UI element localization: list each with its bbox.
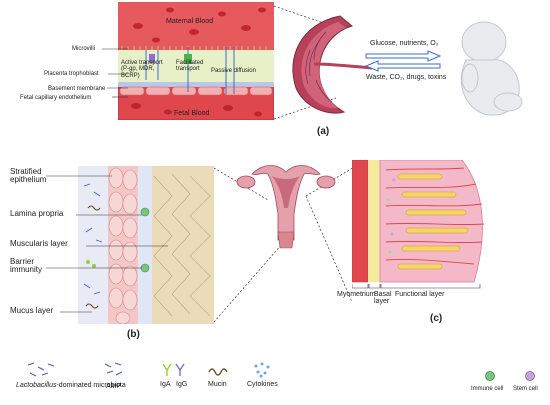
stratified-epithelium-label: Stratified epithelium	[10, 167, 47, 185]
basement-membrane-label: Basement membrane	[48, 86, 106, 92]
fetal-endothelium-label: Fetal capillary endothelium	[20, 95, 92, 101]
antibody-legend-icon	[162, 363, 185, 376]
exchange-arrows	[364, 50, 442, 72]
to-mother-label: Waste, CO₂, drugs, toxins	[366, 74, 447, 81]
endometrium-diagram	[352, 160, 485, 289]
placenta-cross-section	[118, 2, 274, 120]
myometrium-label: Myometrium	[337, 291, 376, 298]
placenta-trophoblast-label: Placenta trophoblast	[44, 71, 99, 77]
to-fetus-label: Glucose, nutrients, O₂	[370, 40, 439, 47]
amp-legend-icon	[104, 362, 123, 376]
functional-layer-label: Functional layer	[395, 291, 445, 298]
uterus-illustration	[236, 165, 336, 249]
immune-cell-legend-icon	[485, 371, 495, 381]
microbiota-legend-icon	[27, 362, 55, 377]
amp-legend-label: AMP	[106, 383, 122, 390]
cytokines-legend-icon	[254, 362, 270, 378]
microbiota-legend-label: Lactobacillus-dominated microbiota	[16, 382, 126, 389]
panel-c-tag: (c)	[430, 313, 443, 324]
mucin-legend-icon	[208, 368, 228, 376]
muscularis-layer-label: Muscularis layer	[10, 239, 68, 248]
cytokines-legend-label: Cytokines	[247, 381, 278, 388]
panel-a-tag: (a)	[317, 126, 330, 137]
passive-diffusion-label: Passive diffusion	[211, 68, 256, 74]
vaginal-mucosa-diagram	[78, 166, 214, 324]
lactobacillus-italic: Lactobacillus	[16, 382, 57, 389]
immune-cell-legend-label: Immune cell	[471, 386, 504, 392]
placenta-illustration	[292, 15, 373, 114]
stem-cell-legend-label: Stem cell	[513, 386, 538, 392]
active-transport-label: Active transport (P-gp, MDR, BCRP)	[121, 60, 163, 79]
lamina-propria-label: Lamina propria	[10, 209, 64, 218]
microvilli-label: Microvilli	[72, 46, 95, 52]
mucin-legend-label: Mucin	[208, 381, 227, 388]
iga-legend-label: IgA	[160, 381, 171, 388]
mucus-layer-label: Mucus layer	[10, 306, 54, 315]
fetus-icon	[460, 21, 523, 116]
panel-b-tag: (b)	[127, 329, 140, 340]
facilitated-transport-label: Facilitated transport	[176, 60, 204, 73]
barrier-immunity-label: Barrier immunity	[10, 257, 43, 275]
stem-cell-legend-icon	[525, 371, 535, 381]
fetal-blood-label: Fetal Blood	[174, 110, 210, 117]
maternal-blood-label: Maternal Blood	[166, 18, 214, 25]
igg-legend-label: IgG	[176, 381, 188, 388]
microbiota-rest: -dominated microbiota	[56, 382, 126, 389]
basal-layer-label: Basal layer	[374, 291, 392, 306]
